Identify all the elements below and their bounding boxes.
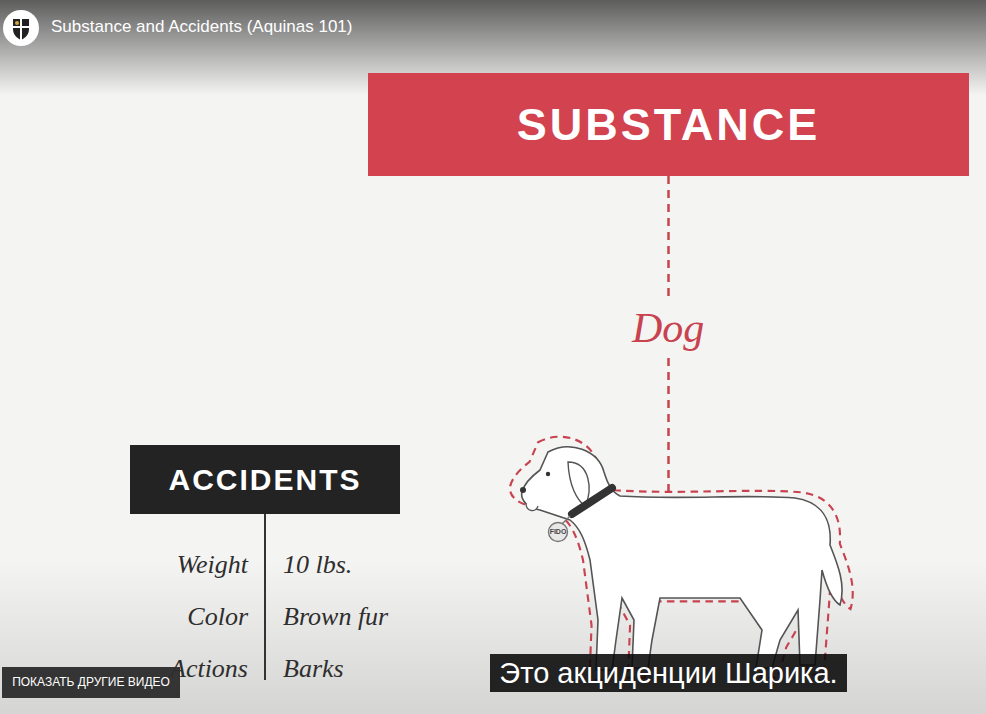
property-name: Color [187, 601, 248, 633]
channel-icon [2, 9, 40, 47]
property-value: Barks [283, 653, 344, 685]
video-title: Substance and Accidents (Aquinas 101) [51, 17, 352, 37]
node-text: ПОКАЗАТЬ ДРУГИЕ ВИДЕО [12, 667, 170, 698]
property-value: Brown fur [283, 601, 388, 633]
node-text: SUBSTANCE [517, 73, 821, 176]
more-videos-button: ПОКАЗАТЬ ДРУГИЕ ВИДЕО [2, 667, 180, 698]
property-name: Actions [170, 653, 248, 685]
tag-name: FIDO [550, 528, 567, 536]
property-value: 10 lbs. [283, 549, 352, 581]
node-text: ACCIDENTS [168, 445, 361, 514]
substance-band: SUBSTANCE [368, 73, 969, 176]
property-name: Weight [177, 549, 248, 581]
subtitle-box: Это акциденции Шарика. [490, 654, 847, 692]
node-text: Это акциденции Шарика. [499, 654, 837, 692]
accidents-band: ACCIDENTS [130, 445, 400, 514]
edge-label: Dog [626, 300, 710, 356]
